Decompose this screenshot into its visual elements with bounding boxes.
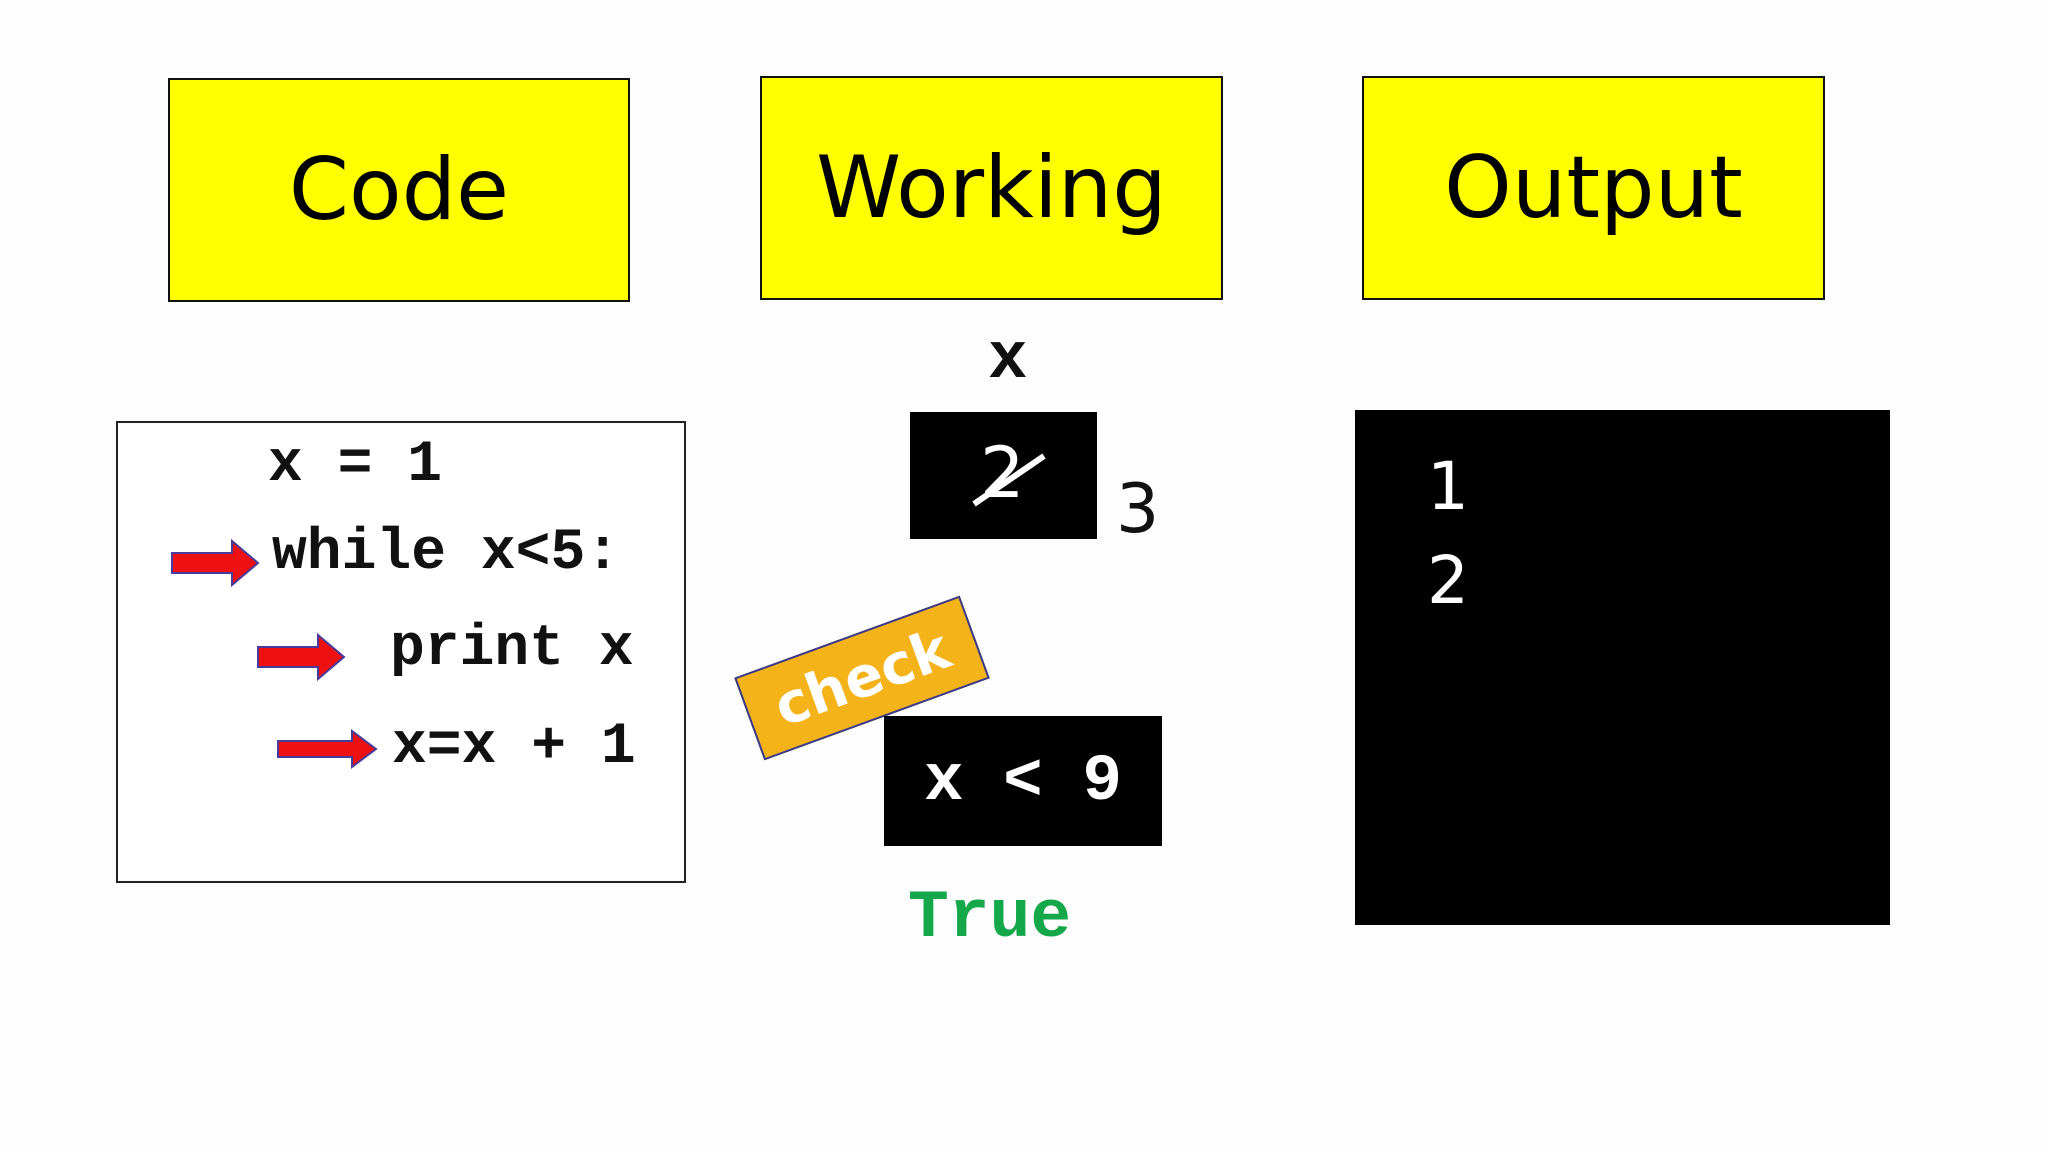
variable-name: x: [988, 322, 1028, 397]
variable-value-box: 2: [910, 412, 1097, 539]
code-header: Code: [168, 78, 630, 302]
output-console: 1 2: [1355, 410, 1890, 925]
code-line-1: x = 1: [268, 433, 443, 498]
code-panel: x = 1 while x<5: print x x=x + 1: [116, 421, 686, 883]
output-header-label: Output: [1444, 138, 1743, 238]
code-line-2: while x<5:: [272, 521, 621, 586]
arrow-icon: [277, 729, 378, 769]
arrow-icon: [171, 539, 260, 587]
code-line-3: print x: [390, 617, 634, 682]
condition-text: x < 9: [923, 743, 1123, 819]
code-line-4: x=x + 1: [392, 715, 636, 780]
output-header: Output: [1362, 76, 1825, 300]
condition-result: True: [908, 880, 1072, 957]
arrow-icon: [257, 633, 346, 681]
new-value: 3: [1116, 470, 1160, 549]
output-line: 2: [1427, 542, 1469, 619]
working-header-label: Working: [816, 138, 1167, 238]
condition-box: x < 9: [884, 716, 1162, 846]
strike-through-icon: [972, 453, 1046, 507]
output-line: 1: [1427, 448, 1469, 525]
code-header-label: Code: [288, 140, 510, 240]
working-header: Working: [760, 76, 1223, 300]
